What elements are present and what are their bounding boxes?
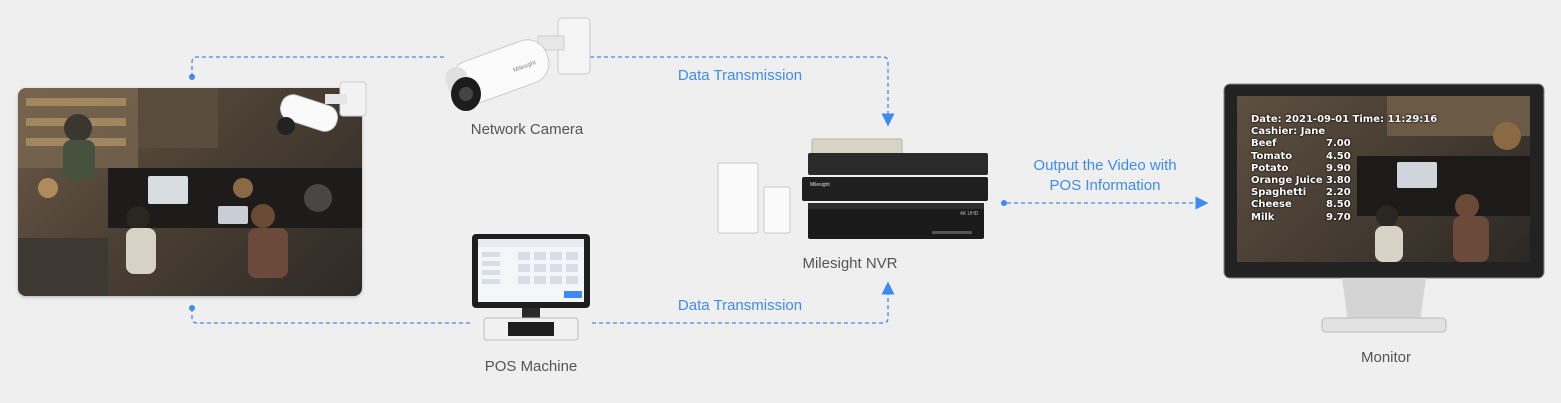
overlay-item-row: Potato 9.90 bbox=[1251, 163, 1437, 175]
top-line-dot bbox=[189, 74, 195, 80]
overlay-item-name: Tomato bbox=[1251, 150, 1293, 162]
overlay-item-name: Potato bbox=[1251, 162, 1289, 174]
overlay-item-price: 8.50 bbox=[1326, 199, 1351, 211]
pos-machine-label: POS Machine bbox=[484, 358, 578, 375]
bottom-data-line bbox=[191, 281, 895, 324]
overlay-item-name: Cheese bbox=[1251, 199, 1292, 211]
monitor-label: Monitor bbox=[1360, 349, 1412, 366]
overlay-item-name: Milk bbox=[1251, 211, 1275, 223]
overlay-item-row: Tomato 4.50 bbox=[1251, 151, 1437, 163]
overlay-item-row: Cheese 8.50 bbox=[1251, 199, 1437, 211]
overlay-item-name: Beef bbox=[1251, 138, 1277, 150]
output-video-label-line2: POS Information bbox=[1049, 177, 1161, 194]
overlay-item-name: Spaghetti bbox=[1251, 187, 1307, 199]
monitor-screen: Date: 2021-09-01 Time: 11:29:16 Cashier:… bbox=[1237, 96, 1530, 262]
overlay-item-price: 9.70 bbox=[1326, 211, 1351, 223]
overlay-date-time: Date: 2021-09-01 Time: 11:29:16 bbox=[1251, 114, 1438, 125]
nvr-badge-mark: 4K UHD bbox=[960, 211, 979, 217]
pos-machine-icon bbox=[472, 234, 590, 341]
overlay-item-price: 2.20 bbox=[1326, 187, 1351, 199]
top-data-line bbox=[191, 56, 895, 127]
nvr-devices-icon: Milesight 4K UHD bbox=[717, 138, 988, 239]
overlay-item-row: Spaghetti 2.20 bbox=[1251, 187, 1437, 199]
pos-overlay-text: Date: 2021-09-01 Time: 11:29:16 Cashier:… bbox=[1251, 114, 1437, 224]
store-scene-art bbox=[18, 88, 362, 296]
overlay-item-price: 4.50 bbox=[1326, 150, 1351, 162]
monitor-scene-art bbox=[1357, 96, 1530, 262]
bottom-data-transmission-label: Data Transmission bbox=[677, 297, 803, 314]
top-data-transmission-label: Data Transmission bbox=[677, 67, 803, 84]
store-scene-image bbox=[18, 88, 362, 296]
network-camera-icon: Milesight bbox=[445, 17, 591, 111]
overlay-item-price: 9.90 bbox=[1326, 162, 1351, 174]
bottom-line-dot bbox=[189, 305, 195, 311]
overlay-item-name: Orange Juice bbox=[1251, 175, 1323, 187]
scene-camera-icon bbox=[277, 81, 367, 135]
overlay-item-price: 3.80 bbox=[1326, 175, 1351, 187]
overlay-item-price: 7.00 bbox=[1326, 138, 1351, 150]
nvr-label: Milesight NVR bbox=[802, 255, 898, 272]
output-video-label-line1: Output the Video with bbox=[1033, 157, 1177, 174]
output-line-dot bbox=[1001, 200, 1007, 206]
output-video-label: Output the Video with POS Information bbox=[1010, 156, 1200, 196]
overlay-cashier: Cashier: Jane bbox=[1251, 126, 1326, 138]
overlay-item-row: Milk 9.70 bbox=[1251, 212, 1437, 224]
overlay-item-row: Beef 7.00 bbox=[1251, 138, 1437, 150]
nvr-brand-mark: Milesight bbox=[810, 182, 830, 188]
network-camera-label: Network Camera bbox=[470, 121, 584, 138]
